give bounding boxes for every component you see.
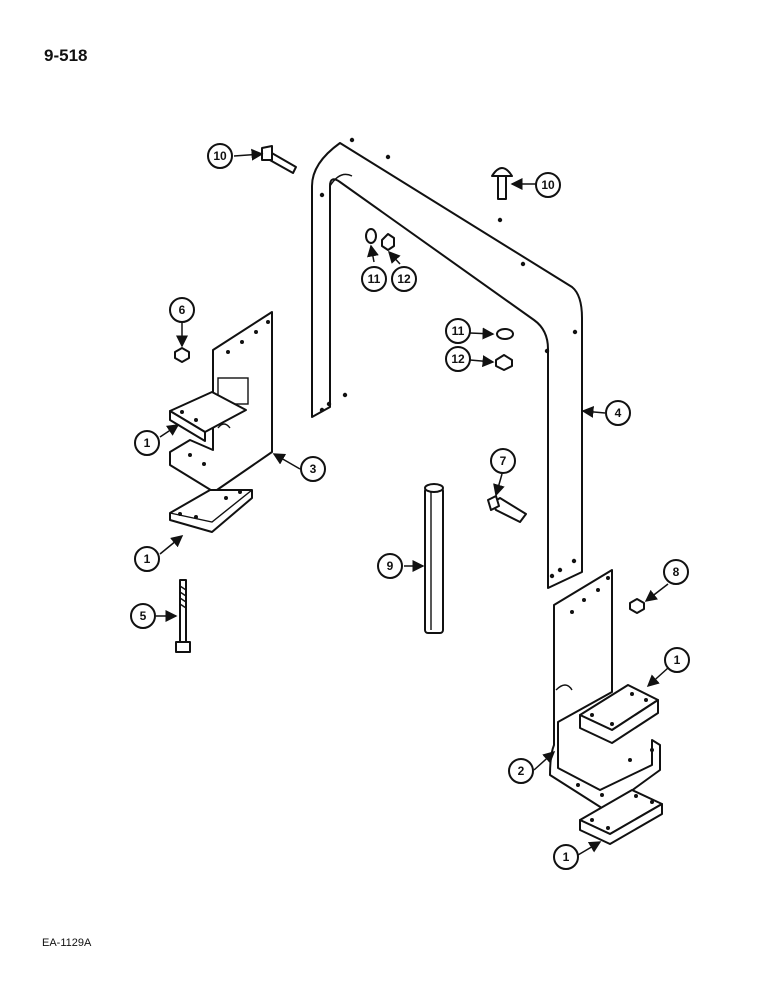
svg-text:11: 11	[368, 272, 381, 286]
callout-2: 2	[508, 758, 534, 784]
svg-text:4: 4	[615, 406, 622, 420]
callout-1-lower-left: 1	[134, 546, 160, 572]
callout-1-upper-right: 1	[664, 647, 690, 673]
mounting-block-upper-right	[579, 684, 659, 744]
svg-text:9: 9	[387, 559, 394, 573]
svg-text:12: 12	[397, 272, 411, 286]
svg-text:10: 10	[213, 149, 227, 163]
callout-10-right: 10	[535, 172, 561, 198]
callout-6: 6	[169, 297, 195, 323]
svg-text:7: 7	[500, 454, 507, 468]
bolt-top-right-part	[491, 167, 513, 200]
callout-5: 5	[130, 603, 156, 629]
svg-text:2: 2	[518, 764, 525, 778]
callout-3: 3	[300, 456, 326, 482]
callout-11-top: 11	[361, 266, 387, 292]
callout-10-left: 10	[207, 143, 233, 169]
svg-text:1: 1	[674, 653, 681, 667]
callout-12-top: 12	[391, 266, 417, 292]
lock-washer-top-part	[365, 228, 377, 244]
bracket-right-part	[549, 569, 661, 811]
svg-text:10: 10	[541, 178, 555, 192]
svg-text:1: 1	[144, 436, 151, 450]
svg-text:12: 12	[451, 352, 465, 366]
svg-text:1: 1	[563, 850, 570, 864]
mounting-block-bottom-right	[579, 789, 663, 845]
callout-7: 7	[490, 448, 516, 474]
frame-part	[311, 137, 583, 589]
lock-washer-right-part	[496, 328, 514, 340]
nut-right-lower-part	[629, 598, 645, 614]
callout-11-right: 11	[445, 318, 471, 344]
svg-text:3: 3	[310, 462, 317, 476]
leader-lines	[156, 148, 669, 856]
callout-1-upper-left: 1	[134, 430, 160, 456]
nut-right-part	[495, 354, 513, 371]
svg-text:11: 11	[452, 324, 465, 338]
bolt-frame-part	[487, 495, 527, 523]
nut-top-part	[381, 233, 395, 251]
svg-text:8: 8	[673, 565, 680, 579]
bolt-long-part	[175, 579, 191, 653]
svg-text:1: 1	[144, 552, 151, 566]
callout-1-bottom-right: 1	[553, 844, 579, 870]
callout-8: 8	[663, 559, 689, 585]
page-number: 9-518	[44, 46, 88, 65]
rod-part	[424, 483, 444, 634]
bolt-top-left-part	[261, 145, 297, 174]
callout-9: 9	[377, 553, 403, 579]
svg-text:6: 6	[179, 303, 186, 317]
nut-left-part	[174, 347, 190, 363]
drawing-code: EA-1129A	[42, 937, 92, 949]
mounting-block-lower-left	[169, 489, 253, 533]
mounting-block-upper-left	[169, 391, 247, 442]
callout-4: 4	[605, 400, 631, 426]
svg-text:5: 5	[140, 609, 147, 623]
callout-12-right: 12	[445, 346, 471, 372]
